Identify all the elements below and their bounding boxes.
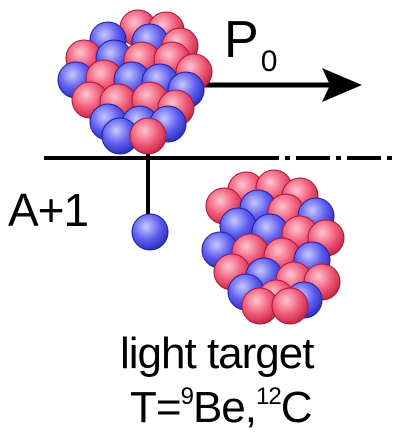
- momentum-arrow: [182, 68, 362, 102]
- momentum-label: P0: [224, 11, 278, 78]
- momentum-subscript: 0: [260, 45, 278, 78]
- be-mass-number: 9: [180, 383, 194, 410]
- emitted-nucleon: [131, 213, 169, 251]
- target-nucleus: [201, 169, 345, 325]
- projectile-label: A+1: [8, 184, 89, 236]
- c-mass-number: 12: [255, 383, 282, 410]
- projectile-nucleus: [57, 9, 213, 155]
- proton: [271, 287, 309, 325]
- proton: [129, 117, 167, 155]
- target-label: light target: [120, 329, 314, 378]
- target-nuclei-label: T=9Be,12C: [130, 383, 312, 432]
- neutron: [131, 213, 169, 251]
